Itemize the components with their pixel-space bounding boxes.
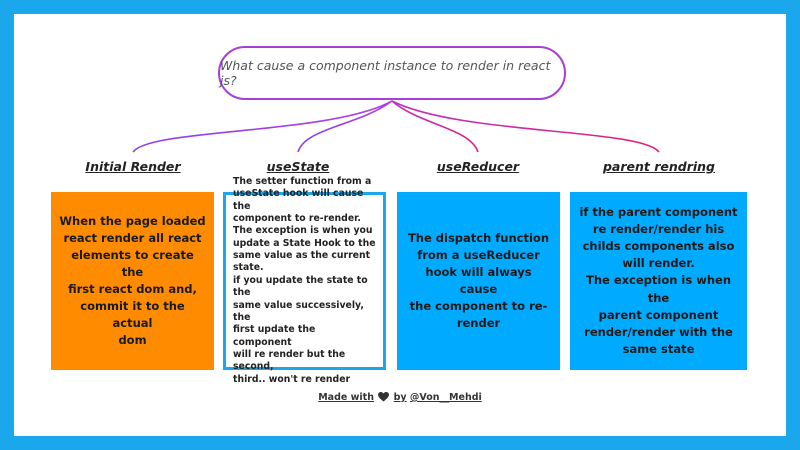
connector-initial-render	[132, 100, 393, 153]
question-bubble: What cause a component instance to rende…	[218, 46, 566, 100]
heading-usestate: useState	[266, 159, 330, 174]
heading-usereducer: useReducer	[436, 159, 520, 174]
card-initial-render: When the page loaded react render all re…	[51, 192, 214, 370]
connector-usestate	[297, 100, 393, 153]
footer-made-with: Made with	[318, 392, 374, 403]
card-usereducer-text: The dispatch function from a useReducer …	[407, 230, 550, 331]
connector-usereducer	[391, 100, 479, 153]
footer-by: by	[393, 392, 407, 403]
connector-parent-rendring	[391, 100, 660, 153]
card-usereducer: The dispatch function from a useReducer …	[397, 192, 560, 370]
heading-parent-rendring: parent rendring	[602, 159, 716, 174]
card-usestate: The setter function from a useState hook…	[223, 176, 386, 385]
heart-icon	[378, 392, 390, 402]
card-initial-render-text: When the page loaded react render all re…	[59, 213, 206, 348]
footer-credit: Made with by @Von__Mehdi	[0, 392, 800, 403]
card-parent-rendring: if the parent component re render/render…	[570, 192, 747, 370]
footer-author: @Von__Mehdi	[409, 392, 482, 403]
question-text: What cause a component instance to rende…	[220, 58, 551, 88]
card-usestate-text: The setter function from a useState hook…	[233, 175, 376, 385]
heading-initial-render: Initial Render	[85, 159, 181, 174]
card-parent-rendring-text: if the parent component re render/render…	[579, 205, 738, 356]
